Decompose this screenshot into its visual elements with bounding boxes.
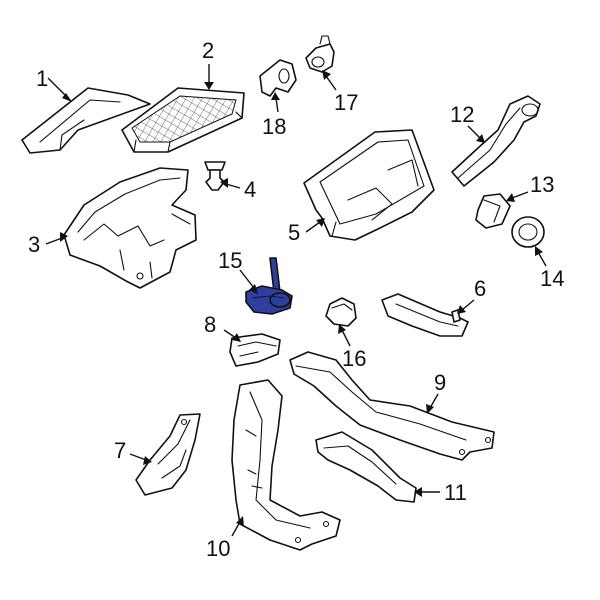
part-12-hose[interactable] — [451, 95, 541, 187]
callout-label-13: 13 — [530, 172, 554, 197]
leader-1 — [47, 77, 69, 99]
part-1-cover-panel[interactable] — [21, 87, 151, 154]
callout-label-15: 15 — [218, 248, 242, 273]
leader-4 — [225, 183, 241, 189]
callout-label-11: 11 — [444, 480, 467, 505]
callout-label-2: 2 — [202, 38, 214, 63]
callout-label-1: 1 — [36, 66, 48, 91]
part-14-grommet[interactable] — [511, 216, 545, 248]
part-13-cap[interactable] — [475, 193, 511, 229]
arrow-13-icon — [506, 193, 515, 202]
callout-label-18: 18 — [262, 114, 286, 139]
arrow-8-icon — [232, 333, 241, 342]
callout-label-8: 8 — [204, 312, 216, 337]
part-8-connector-block[interactable] — [229, 333, 281, 367]
arrow-1-icon — [62, 93, 72, 102]
arrow-17-icon — [322, 70, 331, 80]
part-17-sensor[interactable] — [305, 35, 335, 73]
leader-12 — [467, 125, 481, 139]
callout-label-17: 17 — [334, 90, 358, 115]
callouts-layer: 1 2 3 4 5 6 7 8 9 10 — [28, 38, 564, 561]
arrow-4-icon — [220, 178, 228, 188]
leader-10 — [231, 521, 241, 537]
callout-label-4: 4 — [244, 177, 256, 202]
part-18-bracket-clip[interactable] — [259, 59, 297, 97]
leader-15 — [239, 269, 255, 289]
part-7-vertical-duct[interactable] — [135, 413, 201, 496]
leader-3 — [45, 237, 63, 245]
leader-8 — [223, 329, 237, 339]
leader-16 — [341, 329, 351, 347]
part-4-clip[interactable] — [204, 161, 226, 191]
arrow-16-icon — [338, 324, 346, 334]
arrow-5-icon — [316, 218, 325, 227]
leader-5 — [305, 221, 321, 233]
part-6-bracket[interactable] — [381, 293, 469, 337]
arrow-11-icon — [414, 487, 422, 497]
callout-label-5: 5 — [288, 220, 300, 245]
arrow-15-icon — [249, 284, 258, 294]
leader-18 — [275, 97, 279, 113]
arrow-9-icon — [426, 404, 434, 414]
arrow-7-icon — [143, 456, 152, 465]
leader-6 — [461, 299, 475, 311]
part-5-duct-box[interactable] — [303, 129, 435, 241]
callout-label-14: 14 — [540, 266, 564, 291]
arrow-14-icon — [535, 246, 543, 256]
callout-label-3: 3 — [28, 232, 40, 257]
part-3-duct-housing[interactable] — [63, 167, 197, 289]
leader-17 — [325, 75, 337, 91]
callout-label-6: 6 — [474, 276, 486, 301]
leader-14 — [537, 251, 547, 267]
arrow-12-icon — [476, 134, 485, 143]
callout-label-16: 16 — [342, 346, 366, 371]
part-9-side-duct[interactable] — [289, 351, 495, 461]
callout-label-10: 10 — [206, 536, 230, 561]
callout-label-7: 7 — [114, 438, 126, 463]
callout-label-12: 12 — [450, 102, 474, 127]
leader-9 — [429, 393, 439, 409]
callout-label-9: 9 — [434, 370, 446, 395]
arrow-18-icon — [271, 92, 280, 100]
arrow-3-icon — [60, 232, 68, 242]
arrow-10-icon — [236, 516, 244, 526]
arrow-6-icon — [457, 305, 466, 314]
part-16-fitting[interactable] — [325, 297, 357, 327]
part-2-filter-grille[interactable] — [121, 87, 245, 153]
leader-7 — [129, 453, 147, 461]
arrow-2-icon — [204, 82, 214, 90]
leader-13 — [511, 191, 529, 199]
part-10-vertical-duct[interactable] — [231, 379, 341, 551]
part-11-floor-duct[interactable] — [315, 431, 417, 503]
